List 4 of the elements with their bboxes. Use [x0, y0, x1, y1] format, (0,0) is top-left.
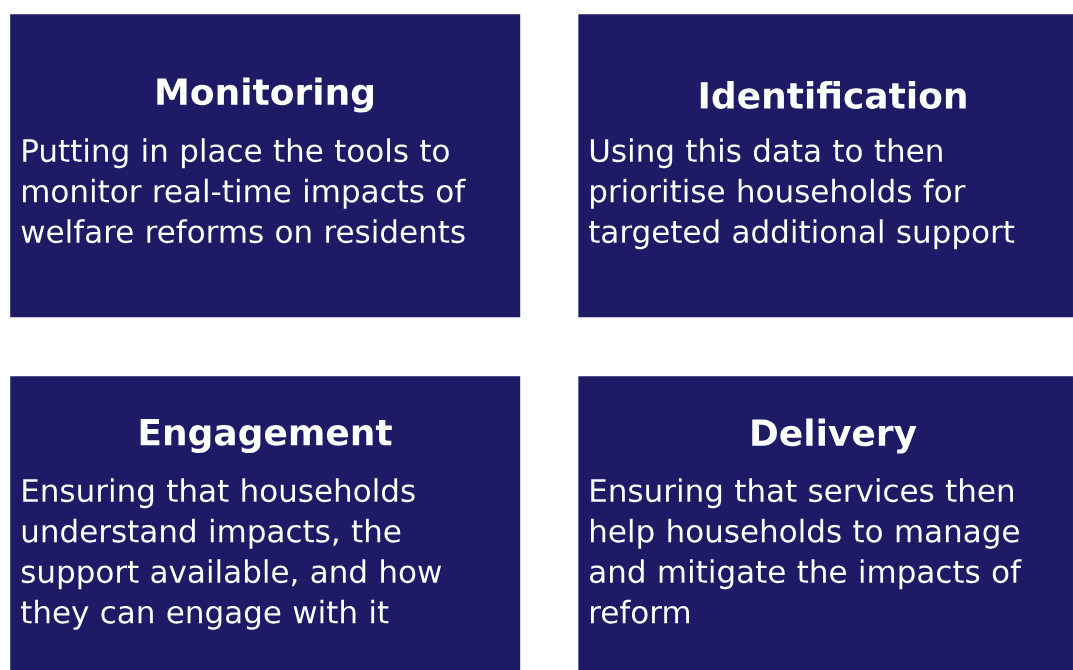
text-box: Delivery Ensuring that services then help households to manage and mitigate the impacts of reform	[578, 376, 1073, 670]
text-box: Identification Using this data to then prioritise households for targeted additional support	[578, 14, 1073, 318]
text-box: Engagement Ensuring that households understand impacts, the support available, and how they can engage with it	[10, 376, 521, 670]
text-box: Monitoring Putting in place the tools to monitor real-time impacts of welfare reforms on residents	[10, 14, 521, 318]
